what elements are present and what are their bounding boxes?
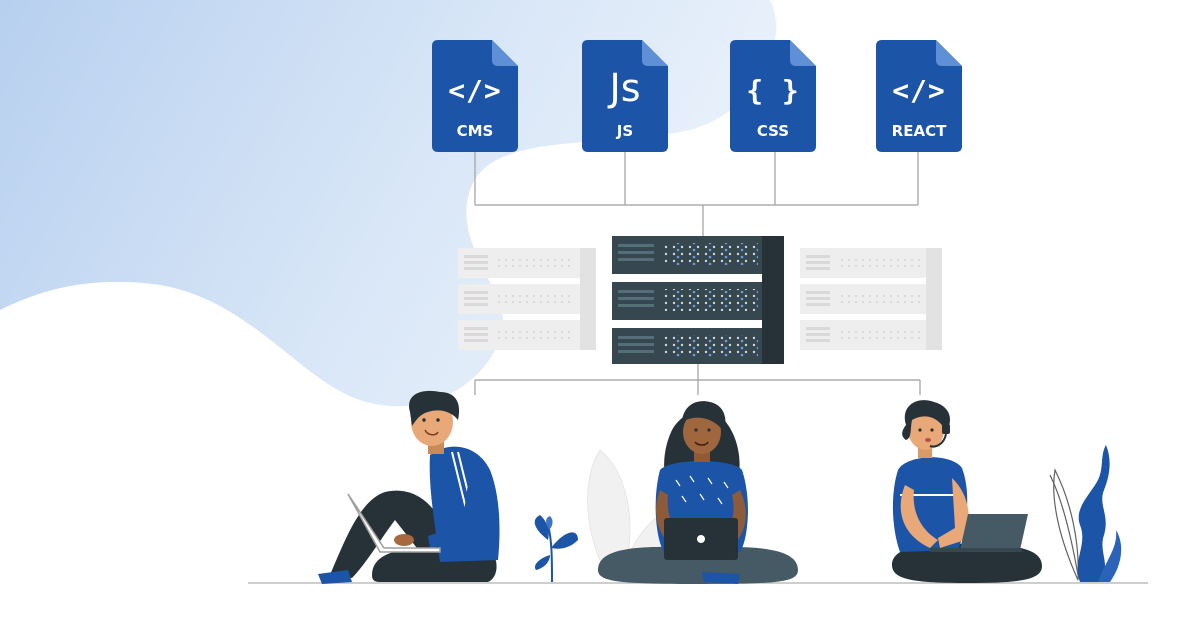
file-label-js: JS	[616, 122, 634, 140]
file-label-css: CSS	[756, 122, 790, 140]
curly-braces-icon: { }	[746, 74, 800, 107]
right-light-server-rack	[800, 248, 942, 350]
headset-icon	[906, 406, 950, 427]
file-label-react: REACT	[891, 122, 947, 140]
js-file-icon: Js JS	[582, 40, 668, 152]
react-file-icon: </> REACT	[876, 40, 962, 152]
blue-seaweed-plant-icon	[1077, 445, 1122, 582]
small-blue-plant-icon	[534, 515, 578, 583]
code-brackets-icon: </>	[892, 74, 946, 107]
file-label-cms: CMS	[456, 122, 494, 140]
css-file-icon: { } CSS	[730, 40, 816, 152]
outline-leaf-plant-icon	[1049, 468, 1079, 581]
left-light-server-rack	[458, 248, 596, 350]
code-brackets-icon: </>	[448, 74, 502, 107]
cms-file-icon: </> CMS	[432, 40, 518, 152]
js-logo-icon: Js	[609, 66, 641, 110]
